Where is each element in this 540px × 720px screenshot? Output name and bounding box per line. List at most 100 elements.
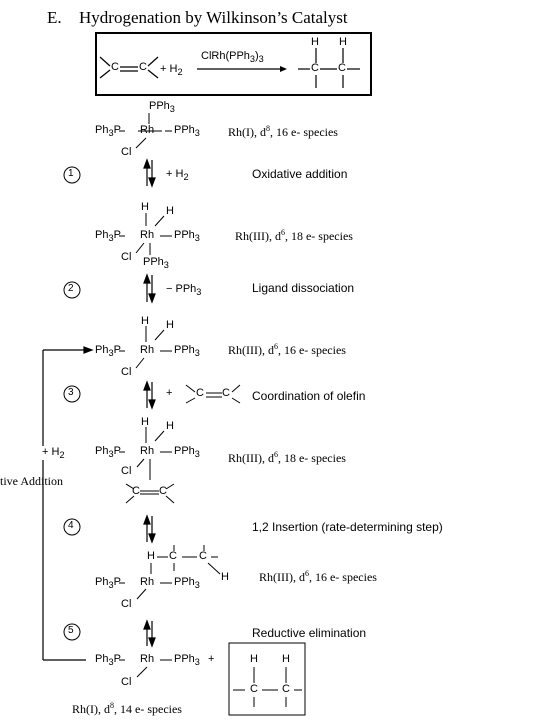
product-box xyxy=(228,642,306,716)
complex1-ph3p: Ph3P xyxy=(95,124,121,139)
complex1-cl: Cl xyxy=(121,146,132,158)
step3-olefin xyxy=(185,384,241,404)
step-circle-4 xyxy=(63,518,81,536)
complex2-pph3-bottom: PPh3 xyxy=(143,256,169,271)
step-circle-2 xyxy=(63,281,81,299)
complex3-h1: H xyxy=(141,315,149,327)
box-alkene-c1: C xyxy=(111,61,119,73)
step-circle-3 xyxy=(63,385,81,403)
equilibrium-arrow-3 xyxy=(143,380,156,410)
step-circle-1 xyxy=(63,166,81,184)
complex3-pph3-right: PPh3 xyxy=(174,344,200,359)
complex3-rh: Rh xyxy=(140,344,155,356)
step-number-5: 5 xyxy=(68,625,74,636)
loop-reagent: + H2 xyxy=(40,446,67,461)
complex6-cl: Cl xyxy=(121,676,132,688)
complex2-pph3-right: PPh3 xyxy=(174,229,200,244)
complex2-h1: H xyxy=(141,201,149,213)
step-number-4: 4 xyxy=(68,520,74,531)
equilibrium-arrow-1 xyxy=(143,158,156,188)
complex6-ph3p: Ph3P xyxy=(95,653,121,668)
box-product-h-left: H xyxy=(311,36,319,48)
step2-reagent: − PPh3 xyxy=(166,283,202,298)
step-label-4: 1,2 Insertion (rate-determining step) xyxy=(252,520,443,534)
box-catalyst: ClRh(PPh3)3 xyxy=(201,50,264,65)
species-label-2: Rh(III), d6, 18 e- species xyxy=(235,228,353,243)
reaction-box xyxy=(95,32,372,96)
complex2-ph3p: Ph3P xyxy=(95,229,121,244)
species-label-5: Rh(III), d6, 16 e- species xyxy=(259,569,377,584)
step-circles xyxy=(63,166,81,641)
product-box-bonds xyxy=(233,667,302,707)
complex5-ph3p: Ph3P xyxy=(95,576,121,591)
step-label-1: Oxidative addition xyxy=(252,167,348,181)
box-product-h-right: H xyxy=(339,36,347,48)
complex2-bonds xyxy=(119,213,172,255)
box-alkene xyxy=(99,56,159,79)
complex4-olefin-c2: C xyxy=(159,485,167,497)
step-circle-5 xyxy=(63,623,81,641)
complex2-h2: H xyxy=(166,205,174,217)
step-label-2: Ligand dissociation xyxy=(252,281,355,295)
species-label-3: Rh(III), d6, 16 e- species xyxy=(228,342,346,357)
equilibrium-arrow-2 xyxy=(143,273,156,304)
step-number-3: 3 xyxy=(68,387,74,398)
complex5-bonds xyxy=(119,545,221,600)
complex1-pph3-top: PPh3 xyxy=(149,100,175,115)
complex6-pph3-right: PPh3 xyxy=(174,653,200,668)
complex3-cl: Cl xyxy=(121,366,132,378)
complex5-cl: Cl xyxy=(121,598,132,610)
complex5-h-right: H xyxy=(221,571,229,583)
complex5-pph3-right: PPh3 xyxy=(174,576,200,591)
complex5-c2: C xyxy=(199,550,207,562)
complex1-rh: Rh xyxy=(140,124,155,136)
complex4-olefin-c1: C xyxy=(132,485,140,497)
complex6-rh: Rh xyxy=(140,653,155,665)
equilibrium-arrow-4 xyxy=(143,514,156,544)
complex4-h1: H xyxy=(141,416,149,428)
page-title: Hydrogenation by Wilkinson’s Catalyst xyxy=(79,8,348,27)
complex4-cl: Cl xyxy=(121,465,132,477)
complex1-bonds xyxy=(119,113,172,149)
box-product-c1: C xyxy=(311,62,319,74)
complex1-pph3-right: PPh3 xyxy=(174,124,200,139)
box-reagent: + H2 xyxy=(160,63,183,78)
complex3-bonds xyxy=(119,326,172,369)
complex2-cl: Cl xyxy=(121,251,132,263)
section-label: E. xyxy=(47,8,62,27)
product-box-h2: H xyxy=(282,653,290,665)
product-box-c1: C xyxy=(250,683,258,695)
complex3-ph3p: Ph3P xyxy=(95,344,121,359)
product-box-h1: H xyxy=(250,653,258,665)
loop-side-label: tive Addition xyxy=(0,474,63,488)
species-label-4: Rh(III), d6, 18 e- species xyxy=(228,450,346,465)
complex5-h-left: H xyxy=(147,550,155,562)
equilibrium-arrows xyxy=(143,158,156,648)
step-number-1: 1 xyxy=(68,168,74,179)
complex6-plus: + xyxy=(208,653,215,665)
step-label-3: Coordination of olefin xyxy=(252,389,366,403)
box-alkene-c2: C xyxy=(139,61,147,73)
step3-olefin-c2: C xyxy=(222,387,230,399)
complex4-pph3-right: PPh3 xyxy=(174,445,200,460)
species-label-1: Rh(I), d8, 16 e- species xyxy=(228,124,338,139)
step3-reagent: + xyxy=(166,387,173,399)
complex4-rh: Rh xyxy=(140,445,155,457)
complex4-ph3p: Ph3P xyxy=(95,445,121,460)
step3-olefin-c1: C xyxy=(196,387,204,399)
complex2-rh: Rh xyxy=(140,229,155,241)
complex3-h2: H xyxy=(166,319,174,331)
complex4-bonds xyxy=(119,427,175,504)
step1-reagent: + H2 xyxy=(166,168,189,183)
box-product-bonds xyxy=(298,48,360,88)
complex5-c1: C xyxy=(169,550,177,562)
complex5-rh: Rh xyxy=(140,576,155,588)
product-box-c2: C xyxy=(282,683,290,695)
step-number-2: 2 xyxy=(68,283,74,294)
box-product-c2: C xyxy=(338,62,346,74)
species-label-6: Rh(I), d8, 14 e- species xyxy=(72,701,182,716)
equilibrium-arrow-5 xyxy=(143,619,156,648)
complex4-h2: H xyxy=(166,420,174,432)
complex6-bonds xyxy=(119,659,172,678)
